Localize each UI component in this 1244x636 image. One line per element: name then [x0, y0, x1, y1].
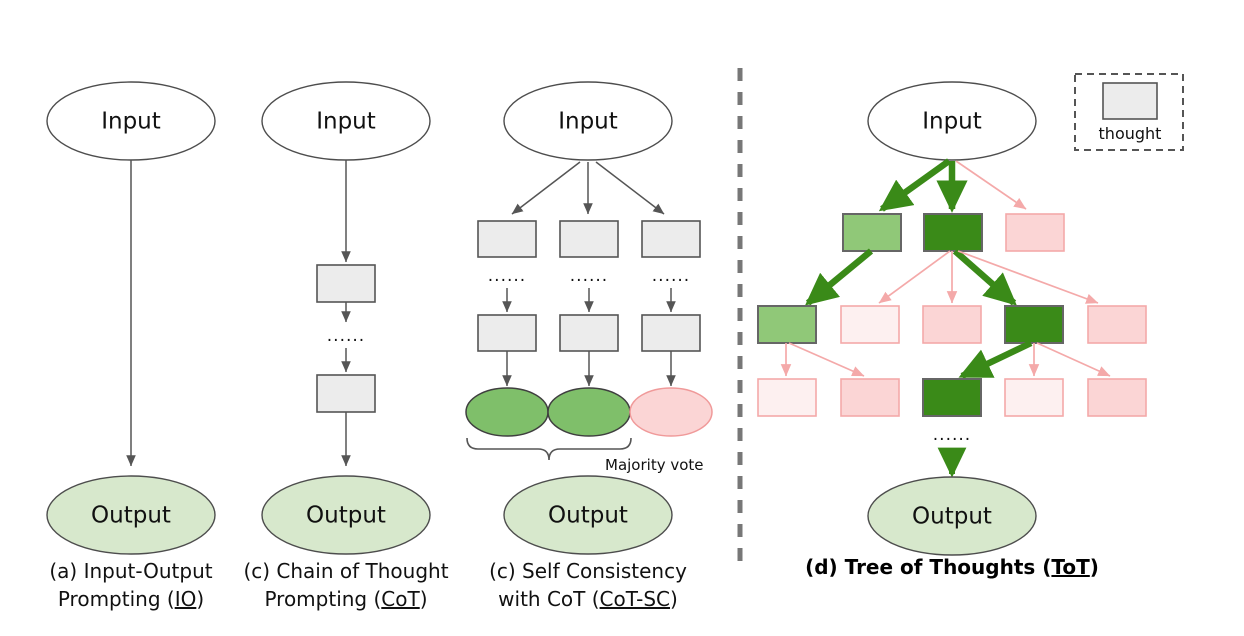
cotsc-chain1-thought-1	[477, 220, 537, 258]
panel-tot: Input ...... O	[757, 81, 1147, 579]
io-caption-line2: Prompting (IO)	[58, 587, 204, 611]
io-caption-line1: (a) Input-Output	[49, 559, 212, 583]
cotsc-caption-abbr: CoT-SC	[600, 587, 670, 611]
cotsc-chain2-result-node	[547, 387, 631, 437]
io-input-label: Input	[101, 109, 161, 135]
tot-ellipsis: ......	[933, 425, 971, 445]
tot-edge-l1b-to-l2d	[952, 248, 1017, 306]
legend-thought-label: thought	[1099, 124, 1162, 143]
panel-cot-sc: Input ...... ...... ...... Majority vote…	[465, 81, 713, 611]
cot-caption-pre: Prompting (	[264, 587, 381, 611]
cot-caption-line2: Prompting (CoT)	[264, 587, 427, 611]
tot-edge-root-to-l1a	[878, 158, 951, 212]
tot-node-l1-3	[1005, 213, 1065, 252]
io-output-label: Output	[91, 503, 171, 529]
tot-node-l2-5	[1087, 305, 1147, 344]
tot-edge-l1a-to-l2a	[804, 248, 874, 306]
tot-edge-l2d-to-l3e	[1036, 342, 1111, 377]
cotsc-caption-line1: (c) Self Consistency	[489, 559, 687, 583]
tot-caption-post: )	[1090, 555, 1099, 579]
cotsc-chain1-thought-2	[477, 314, 537, 352]
cotsc-caption-pre: with CoT (	[498, 587, 599, 611]
tot-caption-abbr: ToT	[1051, 555, 1090, 579]
cot-ellipsis: ......	[327, 326, 365, 346]
tot-edge-l1b-to-l2b	[878, 250, 951, 304]
cotsc-caption-post: )	[670, 587, 678, 611]
tot-node-l3-1	[757, 378, 817, 417]
io-caption-abbr: IO	[175, 587, 197, 611]
cotsc-chain3-thought-1	[641, 220, 701, 258]
tot-node-l3-4	[1004, 378, 1064, 417]
cotsc-arrow-input-to-chain3	[595, 161, 665, 215]
tot-node-l1-1	[842, 213, 902, 252]
cotsc-chain2-ellipsis: ......	[570, 266, 608, 286]
cot-caption-line1: (c) Chain of Thought	[243, 559, 448, 583]
legend-thought-swatch	[1102, 82, 1158, 120]
cotsc-input-label: Input	[558, 109, 618, 135]
majority-vote-brace	[466, 437, 632, 461]
cotsc-chain3-ellipsis: ......	[652, 266, 690, 286]
tot-edge-l2d-to-l3c	[958, 340, 1033, 379]
panel-io: Input Output (a) Input-Output Prompting …	[46, 81, 216, 611]
io-caption-post: )	[196, 587, 204, 611]
tot-caption: (d) Tree of Thoughts (ToT)	[805, 555, 1099, 579]
cotsc-caption-line2: with CoT (CoT-SC)	[498, 587, 678, 611]
tot-output-node	[867, 476, 1037, 556]
tot-edge-l2a-to-l3b	[788, 342, 865, 377]
cotsc-chain2-thought-1	[559, 220, 619, 258]
tot-node-l3-5	[1087, 378, 1147, 417]
cotsc-input-node	[503, 81, 673, 161]
cotsc-chain2-thought-2	[559, 314, 619, 352]
cot-caption-post: )	[420, 587, 428, 611]
cotsc-chain3-result-node	[629, 387, 713, 437]
cotsc-chain3-thought-2	[641, 314, 701, 352]
io-caption-pre: Prompting (	[58, 587, 175, 611]
tot-output-label: Output	[912, 504, 992, 530]
tot-node-l1-2	[923, 213, 983, 252]
tot-edge-l1b-to-l2e	[957, 250, 1099, 304]
panel-cot: Input ...... Output (c) Chain of Thought…	[243, 81, 449, 611]
tot-node-l2-4	[1004, 305, 1064, 344]
majority-vote-label: Majority vote	[605, 456, 704, 474]
tot-node-l3-2	[840, 378, 900, 417]
tot-node-l2-3	[922, 305, 982, 344]
tot-caption-pre: (d) Tree of Thoughts (	[805, 555, 1051, 579]
tot-node-l3-3	[922, 378, 982, 417]
cotsc-output-node	[503, 475, 673, 555]
cot-thought-box-2	[316, 374, 376, 413]
tot-input-label: Input	[922, 109, 982, 135]
cotsc-output-label: Output	[548, 503, 628, 529]
cotsc-chain1-result-node	[465, 387, 549, 437]
cotsc-chain1-ellipsis: ......	[488, 266, 526, 286]
tot-node-l2-2	[840, 305, 900, 344]
legend: thought	[1074, 73, 1184, 151]
cot-input-label: Input	[316, 109, 376, 135]
cotsc-arrow-input-to-chain1	[511, 161, 581, 215]
io-output-node	[46, 475, 216, 555]
cot-output-node	[261, 475, 431, 555]
tot-node-l2-1	[757, 305, 817, 344]
tot-input-node	[867, 81, 1037, 161]
tot-edge-root-to-l1c	[955, 160, 1027, 210]
cot-caption-abbr: CoT	[381, 587, 420, 611]
cot-output-label: Output	[306, 503, 386, 529]
cot-thought-box-1	[316, 264, 376, 303]
